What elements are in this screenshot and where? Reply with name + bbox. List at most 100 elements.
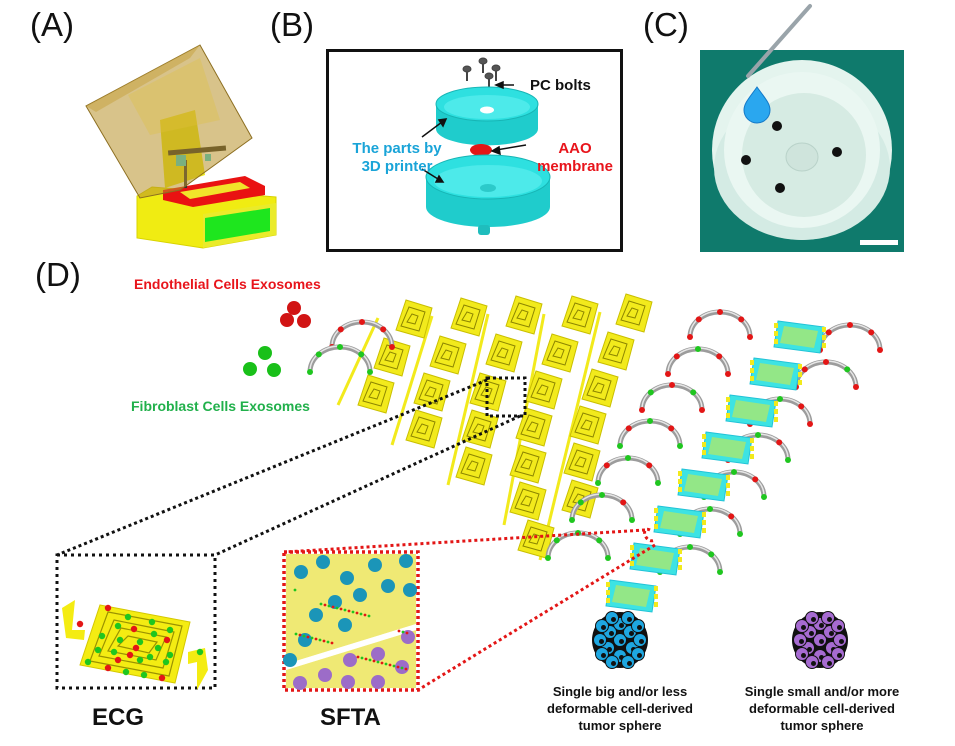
inset-exosome-dot — [323, 603, 327, 607]
big-tumor-sphere — [592, 611, 648, 669]
endothelial-exosome-cluster — [280, 301, 311, 328]
cell-nucleus — [609, 631, 614, 636]
inlet-arc — [329, 319, 395, 350]
inlet-arc — [569, 492, 635, 523]
inset-exosome-dot — [327, 604, 331, 608]
cell-nucleus — [619, 639, 624, 644]
ecg-unit — [485, 333, 523, 373]
exosome-dot — [389, 344, 395, 350]
exosome-dot — [716, 353, 723, 360]
inset-exosome-dot — [322, 639, 326, 643]
big-sphere-line1: Single big and/or less — [552, 684, 688, 699]
cell-nucleus — [601, 625, 606, 630]
exosome-dot — [853, 384, 859, 390]
cell-nucleus — [637, 653, 642, 658]
inset-exosome-dot — [302, 634, 306, 638]
inset-exosome-dot — [363, 613, 367, 617]
ecg-exosome-dot — [136, 638, 144, 646]
exosome-dot — [655, 480, 661, 486]
label-endothelial-exosomes: Endothelial Cells Exosomes — [134, 276, 321, 292]
exosome-dot — [868, 329, 875, 336]
exosome-dot — [337, 326, 344, 333]
inset-exosome-dot — [376, 660, 380, 664]
ecg-highlight-box — [485, 376, 527, 418]
ecg-unit — [561, 295, 599, 335]
cell-nucleus — [839, 639, 844, 644]
inset-exosome-dot — [397, 629, 401, 633]
inset-exosome-dot — [335, 606, 339, 610]
ecg-inset-illustration — [62, 600, 208, 690]
exosome-dot — [687, 544, 693, 550]
exosome-dot — [717, 569, 723, 575]
sfta-inset-illustration — [283, 554, 417, 690]
inset-exosome-dot — [360, 656, 364, 660]
label-aao-membrane: AAO membrane — [525, 140, 625, 176]
exosome-dot — [569, 517, 575, 523]
ecg-unit — [461, 409, 499, 449]
cell-nucleus — [601, 653, 606, 658]
exosome-dot — [669, 382, 675, 388]
ecg-exosome-dot — [140, 671, 148, 679]
ecg-exosome-dot — [94, 646, 102, 654]
blue-cell — [283, 653, 297, 667]
inset-exosome-dot — [343, 608, 347, 612]
sfta-chamber — [725, 394, 778, 428]
exosome-dot — [687, 334, 693, 340]
sfta-chamber — [773, 320, 826, 354]
cell-nucleus — [837, 653, 842, 658]
cell-nucleus — [639, 639, 644, 644]
inset-exosome-dot — [355, 611, 359, 615]
inset-exosome-dot — [401, 630, 405, 634]
cell-nucleus — [599, 639, 604, 644]
label-3d-parts: The parts by 3D printer — [327, 140, 467, 176]
inset-exosome-dot — [364, 657, 368, 661]
blue-cell — [294, 565, 308, 579]
exosome-dot — [367, 369, 373, 375]
sfta-chamber — [605, 579, 658, 613]
ecg-unit — [357, 374, 395, 414]
ecg-inset-frame — [55, 553, 217, 690]
blue-cell — [328, 595, 342, 609]
blue-cell — [316, 555, 330, 569]
ecg-unit — [373, 337, 411, 377]
ecg-unit — [450, 297, 488, 337]
ecg-unit — [525, 370, 563, 410]
exosome-dot — [596, 537, 603, 544]
ecg-unit — [455, 446, 493, 486]
label-3d-parts-line2: 3D printer — [361, 158, 433, 175]
inlet-arc — [617, 418, 683, 449]
cell-nucleus — [809, 631, 814, 636]
blue-cell — [309, 608, 323, 622]
ecg-unit — [563, 442, 601, 482]
cell-nucleus — [637, 625, 642, 630]
exosome-dot — [646, 462, 653, 469]
inset-exosome-dot — [405, 631, 409, 635]
exosome-dot — [380, 326, 387, 333]
ecg-units — [357, 293, 653, 559]
exosome-dot — [599, 492, 605, 498]
ecg-exosome-dot — [110, 648, 118, 656]
exosome-dot — [553, 537, 560, 544]
exosome-dot — [707, 506, 713, 512]
exosome-dot — [639, 407, 645, 413]
ecg-unit — [509, 444, 547, 484]
label-small-tumor-sphere: Single small and/or more deformable cell… — [722, 683, 922, 734]
device-photo — [700, 4, 904, 252]
sfta-chamber — [653, 505, 706, 539]
sfta-inset-frame — [282, 550, 420, 692]
small-sphere-line2: deformable cell-derived — [749, 701, 895, 716]
exosome-dot — [798, 403, 805, 410]
ecg-exosome-dot — [154, 644, 162, 652]
ecg-exosome-dot — [114, 656, 122, 664]
ecg-exosome-dot — [150, 630, 158, 638]
blue-cell — [381, 579, 395, 593]
inset-exosome-dot — [392, 664, 396, 668]
exosome-dot — [605, 555, 611, 561]
ecg-exosome-dot — [166, 651, 174, 659]
sfta-chamber — [749, 357, 802, 391]
inlet-arc — [793, 359, 859, 390]
ecg-exosome-dot — [104, 604, 112, 612]
ecg-exosome-dot — [84, 658, 92, 666]
ecg-exosome-dot — [98, 632, 106, 640]
